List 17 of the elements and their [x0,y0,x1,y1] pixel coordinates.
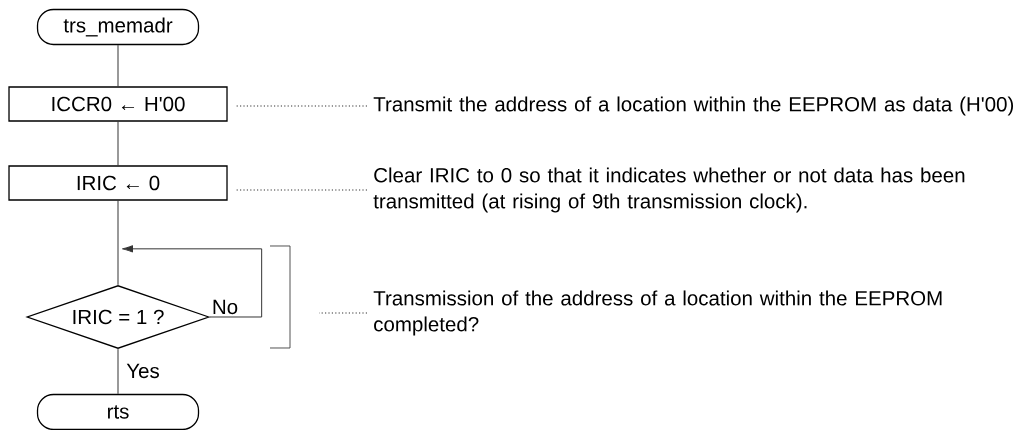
process-box: IRIC ← 0 [8,165,228,201]
process-box: ICCR0 ← H'00 [8,86,228,122]
edge-label: No [210,298,240,316]
connector-line [117,121,119,166]
terminal-box: trs_memadr [36,8,200,46]
terminal-box: rts [36,393,200,430]
connector-line [117,200,119,286]
note-text: Transmit the address of a location within the EEPROM as data (H'00) [373,96,1014,116]
leader-line [235,105,368,107]
note-text: Clear IRIC to 0 so that it indicates whether or not data has been transmitted (at rising of 9th transmission clock). [373,167,965,213]
note-text: Transmission of the address of a location within the EEPROM completed? [373,290,942,336]
edge-label: Yes [125,362,161,380]
leader-line [318,312,368,314]
arrow [122,245,263,318]
connector-line [117,44,119,87]
connector-line [117,348,119,395]
leader-line [235,189,368,191]
